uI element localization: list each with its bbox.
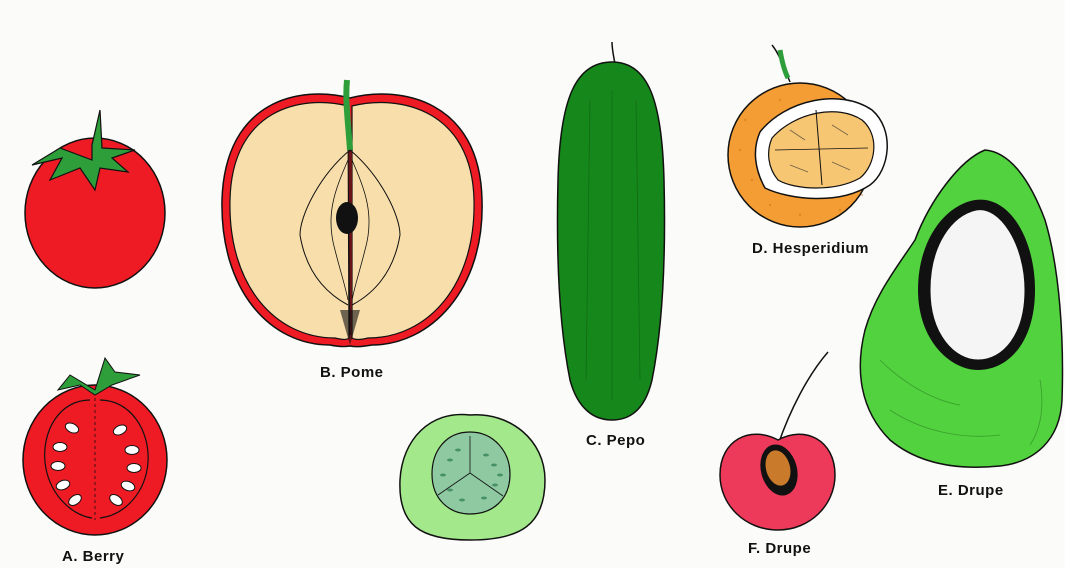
tomato-cross-section: [23, 358, 167, 535]
apple-cross-section: [222, 80, 482, 347]
melon-cross-section: [400, 414, 545, 540]
orange-cut: [728, 45, 887, 227]
label-pepo: C. Pepo: [586, 432, 645, 449]
cucumber: [558, 42, 665, 420]
label-drupe-e: E. Drupe: [938, 482, 1004, 499]
label-hesperidium: D. Hesperidium: [752, 240, 869, 257]
label-berry: A. Berry: [62, 548, 124, 565]
label-drupe-f: F. Drupe: [748, 540, 811, 557]
coconut-cut: [860, 150, 1062, 467]
label-pome: B. Pome: [320, 364, 384, 381]
whole-tomato: [25, 110, 165, 288]
cherry-cut: [720, 352, 835, 530]
